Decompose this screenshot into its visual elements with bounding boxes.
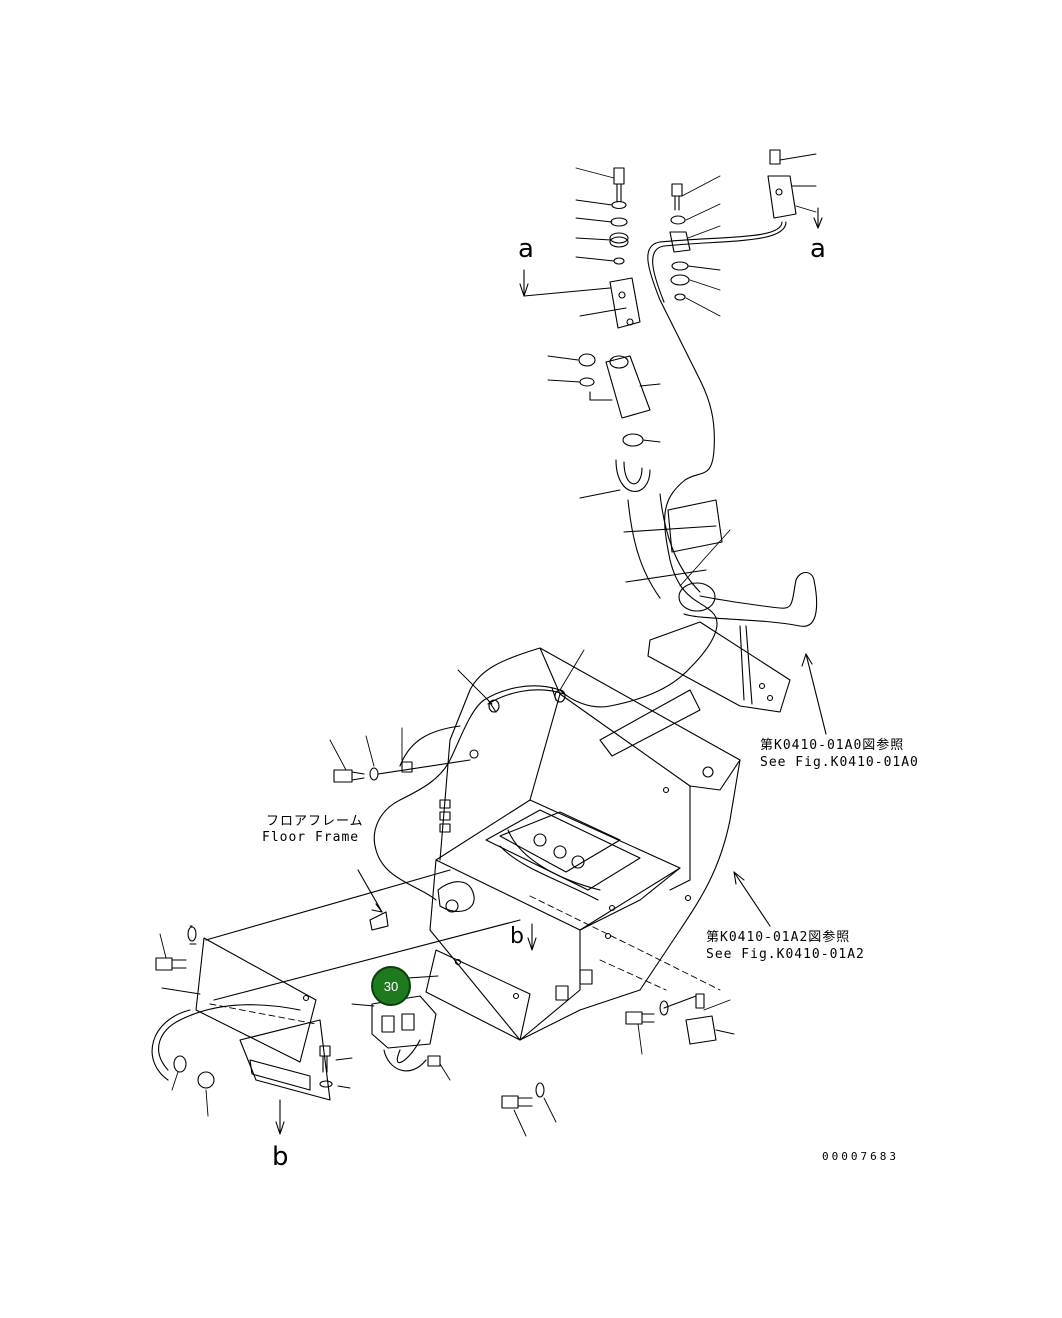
view-arrows [275,207,823,1135]
leader-lines [159,153,817,1137]
reference-k0410-01a0-jp: 第K0410-01A0図参照 [760,738,905,753]
reference-arrows [733,653,827,927]
left-bolt-washer [333,759,471,783]
view-marker-a-right: a [810,234,826,264]
hidden-lines [209,895,721,1025]
lower-cover-plate [151,869,521,1101]
reference-k0410-01a2-jp: 第K0410-01A2図参照 [706,930,851,945]
part-callout-label: 30 [383,978,399,994]
control-handle [647,571,818,713]
upper-fastener-stack-left [578,167,651,492]
view-marker-b-center: b [510,924,524,949]
floor-frame-label-jp: フロアフレーム [266,814,364,829]
reference-k0410-01a2-en: See Fig.K0410-01A2 [706,947,865,962]
wiring-harness [373,685,566,901]
floor-frame-label-en: Floor Frame [262,830,360,845]
steering-column [623,493,723,612]
document-number: 00007683 [822,1150,899,1163]
relay-bracket [319,949,717,1109]
reference-k0410-01a0-en: See Fig.K0410-01A0 [760,755,919,770]
view-marker-a-left: a [518,234,534,264]
view-marker-b-lower: b [272,1142,289,1172]
upper-fastener-stack-right [669,149,797,301]
floor-frame-body [429,647,741,1041]
floor-frame-connector [369,881,475,931]
part-callout-30[interactable]: 30 [371,966,411,1006]
